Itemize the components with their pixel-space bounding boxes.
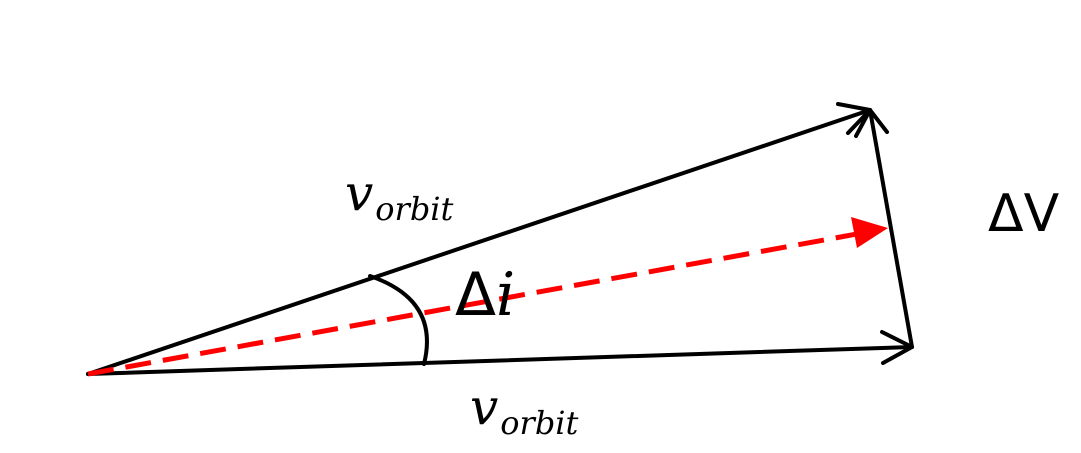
delta-v-arrowhead bbox=[854, 108, 889, 138]
velocity-subscript: orbit bbox=[375, 190, 454, 228]
delta-v-vector bbox=[868, 108, 914, 349]
inclination-angle-arc bbox=[368, 274, 429, 366]
inclination-change-label: Δi bbox=[455, 265, 515, 325]
velocity-symbol: v bbox=[345, 164, 374, 222]
delta-symbol: Δ bbox=[455, 260, 497, 330]
lower-orbit-velocity-vector bbox=[86, 345, 914, 376]
velocity-subscript: orbit bbox=[500, 404, 579, 442]
resultant-dashed-vector bbox=[87, 229, 869, 377]
inclination-symbol: i bbox=[496, 260, 516, 330]
lower-orbit-velocity-label: vorbit bbox=[470, 382, 578, 439]
resultant-arrowhead bbox=[851, 217, 888, 248]
upper-orbit-velocity-label: vorbit bbox=[345, 168, 453, 225]
delta-v-label: ΔV bbox=[988, 184, 1060, 244]
upper-orbit-velocity-vector bbox=[86, 108, 872, 376]
velocity-symbol: v bbox=[470, 378, 499, 436]
